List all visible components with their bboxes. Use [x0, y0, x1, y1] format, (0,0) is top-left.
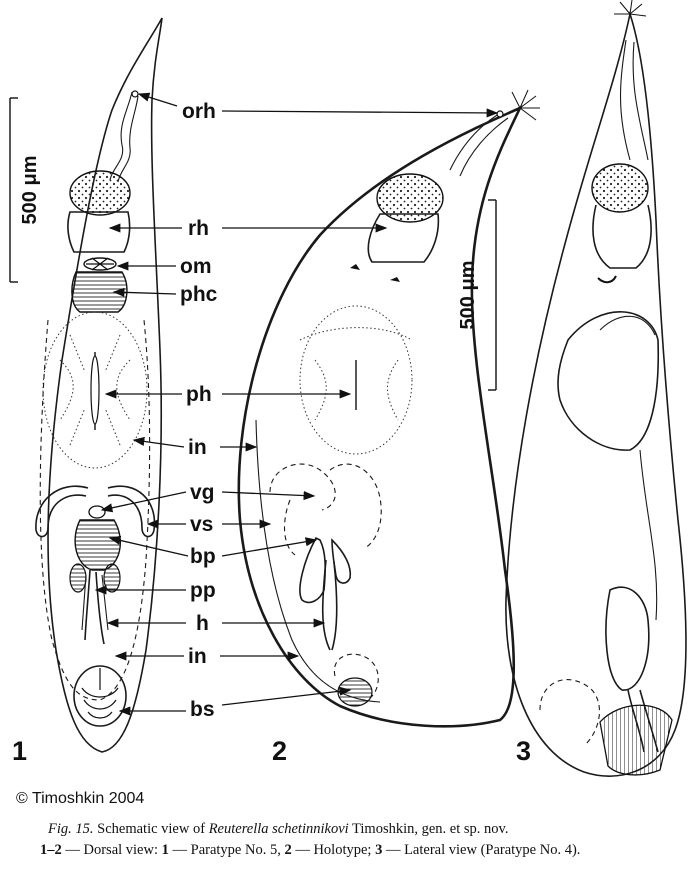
- label-phc: phc: [180, 283, 218, 306]
- specimen-3-drawing: [505, 0, 687, 777]
- panel-number-1: 1: [12, 736, 27, 766]
- label-in: in: [188, 436, 207, 459]
- label-rh: rh: [188, 217, 209, 240]
- specimen-2-drawing: [237, 89, 540, 728]
- specimen-1-drawing: [35, 17, 163, 753]
- panel-number-2: 2: [272, 736, 287, 766]
- scale-bar-left: 500 μm: [9, 97, 41, 283]
- label-bs: bs: [190, 698, 215, 721]
- label-vg: vg: [190, 481, 215, 504]
- oral-hole: [131, 90, 139, 98]
- panel-number-3: 3: [516, 736, 531, 766]
- figure-caption-line-1: Fig. 15. Schematic view of Reuterella sc…: [47, 821, 508, 837]
- label-h: h: [196, 612, 209, 635]
- label-ph: ph: [186, 383, 212, 406]
- scale-bar-right-label: 500 μm: [457, 261, 479, 330]
- label-orh: orh: [182, 100, 216, 123]
- label-arrows: [94, 92, 499, 716]
- scale-bar-left-label: 500 μm: [19, 156, 41, 225]
- copyright-text: © Timoshkin 2004: [16, 790, 144, 807]
- label-vs: vs: [190, 513, 213, 536]
- label-pp: pp: [190, 579, 216, 602]
- scale-bar-right: 500 μm: [457, 199, 497, 391]
- figure-caption-line-2: 1–2 — Dorsal view: 1 — Paratype No. 5, 2…: [40, 842, 580, 858]
- label-om: om: [180, 255, 212, 278]
- pharynx: [42, 311, 148, 469]
- label-bp: bp: [190, 545, 216, 568]
- proboscis-bulb: [69, 170, 131, 216]
- label-in-lower: in: [188, 645, 207, 668]
